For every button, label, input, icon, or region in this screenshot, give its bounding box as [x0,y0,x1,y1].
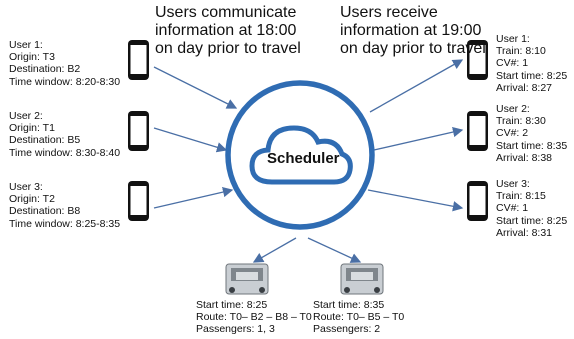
request-line: User 1: [9,39,43,51]
request-line: Destination: B5 [9,134,81,147]
arrow-scheduler-to-user3 [367,189,464,212]
user-request-1: User 1: Origin: T3 Destination: B2 Time … [9,39,120,88]
request-line: Destination: B8 [9,205,81,218]
vehicle-line: Start time: 8:25 [196,299,268,311]
phone-icon [128,40,149,80]
assignment-line: Train: 8:15 [496,190,546,203]
note-line: Users receive [340,4,438,21]
request-line: Time window: 8:30-8:40 [9,146,121,159]
user-request-2: User 2: Origin: T1 Destination: B5 Time … [9,110,120,159]
user-assignment-2: User 2: Train: 8:30 CV#: 2 Start time: 8… [496,103,567,164]
vehicle-schedule-2: Start time: 8:35 Route: T0– B5 – T0 Pass… [313,299,404,336]
request-line: Time window: 8:20-8:30 [9,75,121,88]
assignment-line: Start time: 8:35 [496,139,568,152]
cloud-icon [249,125,353,185]
assignment-line: Start time: 8:25 [496,69,568,82]
request-line: User 3: [9,181,43,193]
arrow-scheduler-to-vehicle2 [307,237,362,263]
note-line: Users communicate [155,4,297,21]
submission-note: Users communicate information at 18:00 o… [155,4,301,58]
assignment-line: User 3: [496,178,530,190]
assignment-line: User 1: [496,33,530,45]
arrow-user2-to-scheduler [153,127,228,153]
vehicle-line: Start time: 8:35 [313,299,385,311]
request-line: Time window: 8:25-8:35 [9,217,121,230]
user-request-3: User 3: Origin: T2 Destination: B8 Time … [9,181,120,230]
note-line: information at 18:00 [155,22,297,39]
request-line: User 2: [9,110,43,122]
user-assignment-3: User 3: Train: 8:15 CV#: 1 Start time: 8… [496,178,567,239]
assignment-line: Train: 8:10 [496,45,546,58]
assignment-line: Arrival: 8:38 [496,151,553,164]
assignment-line: CV#: 1 [496,202,529,215]
arrow-scheduler-to-vehicle1 [252,237,297,263]
scheduler-hub [225,80,375,230]
assignment-line: Arrival: 8:31 [496,226,553,239]
arrow-user3-to-scheduler [153,186,234,209]
request-line: Origin: T1 [9,122,55,135]
request-line: Origin: T3 [9,51,55,64]
assignment-line: CV#: 1 [496,57,529,70]
scheduler-label: Scheduler [267,150,340,167]
assignment-line: Start time: 8:25 [496,214,568,227]
note-line: information at 19:00 [340,22,482,39]
arrow-scheduler-to-user1 [369,59,464,113]
assignment-line: Arrival: 8:27 [496,81,553,94]
vehicle-line: Route: T0– B5 – T0 [313,311,405,324]
note-line: on day prior to travel [155,40,301,57]
phone-icon [467,111,488,151]
vehicle-schedule-1: Start time: 8:25 Route: T0– B2 – B8 – T0… [196,299,312,336]
phone-icon [467,40,488,80]
phone-icons [128,40,488,221]
assignment-line: User 2: [496,103,530,115]
vehicle-icon [225,263,269,295]
vehicle-line: Passengers: 1, 3 [196,323,275,336]
request-line: Origin: T2 [9,193,55,206]
request-line: Destination: B2 [9,63,81,76]
vehicle-icon [340,263,384,295]
assignment-line: CV#: 2 [496,127,529,140]
assignment-line: Train: 8:30 [496,115,546,128]
vehicle-line: Passengers: 2 [313,323,381,336]
vehicle-line: Route: T0– B2 – B8 – T0 [196,311,312,324]
response-note: Users receive information at 19:00 on da… [340,4,486,58]
note-line: on day prior to travel [340,40,486,57]
arrow-scheduler-to-user2 [373,126,464,151]
user-assignment-1: User 1: Train: 8:10 CV#: 1 Start time: 8… [496,33,567,94]
phone-icon [467,181,488,221]
phone-icon [128,111,149,151]
phone-icon [128,181,149,221]
arrow-user1-to-scheduler [153,66,238,109]
